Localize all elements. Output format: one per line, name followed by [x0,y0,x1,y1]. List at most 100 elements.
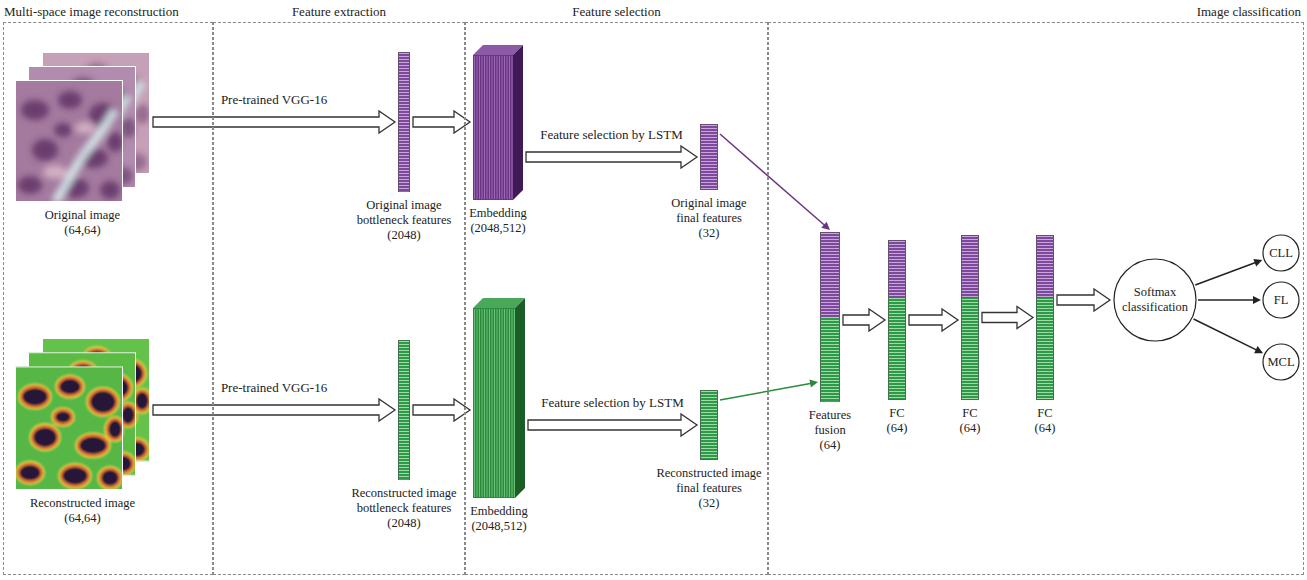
fusion-vector-part [820,317,840,402]
feature-vector-part [399,188,409,189]
fc-layer-part [889,274,905,275]
feature-vector-part [399,116,409,117]
fc-layer-part [889,337,905,338]
fc-layer-part [1037,263,1053,264]
block-arrow [982,307,1033,329]
feature-vector-part [701,155,717,156]
feature-vector-part [399,344,409,345]
fc-layer-part [1037,281,1053,282]
feature-vector: Reconstructed image final features(32) [700,390,718,460]
feature-vector-part [399,179,409,180]
fc-layer-part [889,280,905,281]
fc-layer-part [889,376,905,377]
image-stack-part [89,390,117,414]
class-circle-part [1263,235,1299,271]
image-stack-part [97,466,123,490]
panel-heading: Feature selection [466,4,767,20]
fusion-vector-part [821,242,839,243]
fusion-vector-part [821,266,839,267]
feature-vector-part [701,179,717,180]
panel-heading: Multi-space image reconstruction [4,4,179,20]
feature-vector-part [399,347,409,348]
embedding-block-part [479,309,480,497]
caption-size: (64) [800,438,860,453]
fusion-vector-part [821,329,839,330]
circle-text-wrap: CLL [1269,246,1293,261]
fc-layer-part [962,329,978,330]
feature-vector-part [701,400,717,401]
embedding-block-part [482,309,483,497]
fc-layer-part [1037,371,1053,372]
feature-vector-part [399,158,409,159]
caption-box: Original image(64,64) [8,208,158,238]
feature-vector-part [701,415,717,416]
caption-name: Embedding [454,504,544,519]
feature-vector-part [399,83,409,84]
caption-name: Features fusion [800,408,860,438]
class-circle: FL [1262,281,1300,319]
feature-vector-part [701,445,717,446]
fc-layer-part [889,250,905,251]
fc-layer-part [1037,368,1053,369]
image-stack-part [15,80,123,202]
feature-vector-part [701,164,717,165]
feature-vector-part [399,95,409,96]
vector-bar [888,240,906,400]
feature-vector-part [399,119,409,120]
fc-layer-part [1037,335,1053,336]
feature-vector-part [701,451,717,452]
fc-layer-part [962,365,978,366]
feature-vector-part [399,365,409,366]
circle-text-wrap: MCL [1267,355,1294,370]
caption-size: (2048,512) [453,221,543,236]
feature-vector-part [701,134,717,135]
embedding-block-part [482,56,483,199]
fc-layer-part [962,398,978,399]
feature-vector-part [701,182,717,183]
embedding-block-part [499,56,500,199]
feature-vector-part [399,386,409,387]
feature-vector-part [399,380,409,381]
fc-layer-part [962,296,978,297]
feature-vector-part [700,124,718,190]
panel-heading: Image classification [1197,4,1301,20]
image-stack-part [107,132,123,152]
feature-vector-part [399,341,410,480]
feature-vector-part [399,53,409,54]
fc-layer-part [1037,272,1053,273]
image-stack-part [61,466,89,486]
fc-layer-part [962,386,978,387]
caption-name: Original image bottleneck features [344,198,464,228]
image-stack-part [21,100,49,120]
fc-layer-part [889,346,905,347]
fc-layer-part [1037,251,1053,252]
feature-vector-part [399,464,409,465]
edge-label: Pre-trained VGG-16 [221,92,327,108]
feature-vector-part [399,461,409,462]
stage-panel: Feature selectionEmbedding(2048,512)Embe… [465,22,768,575]
stage-panel: Image classificationFeatures fusion(64)F… [768,22,1304,575]
fusion-vector-part [821,260,839,261]
embedding-block-part [487,309,488,497]
fc-layer-part [1037,341,1053,342]
image-stack-part [58,463,92,489]
edge-label: Pre-trained VGG-16 [221,380,327,396]
feature-vector-part [399,140,409,141]
embedding-cube [473,45,523,200]
connector-arrow [413,111,470,133]
feature-vector-part [701,397,717,398]
connector-arrow [1195,259,1262,285]
fusion-vector-part [821,311,839,312]
fusion-vector-part [821,320,839,321]
feature-vector-part [701,167,717,168]
feature-vector-part [399,440,409,441]
block-arrow [153,111,395,133]
image-stack-part [18,176,42,194]
fc-layer-part [1036,298,1054,400]
fusion-vector-part [821,356,839,357]
fusion-vector-part [821,362,839,363]
class-circle-part [1263,344,1299,380]
image-stack-part [18,91,123,202]
